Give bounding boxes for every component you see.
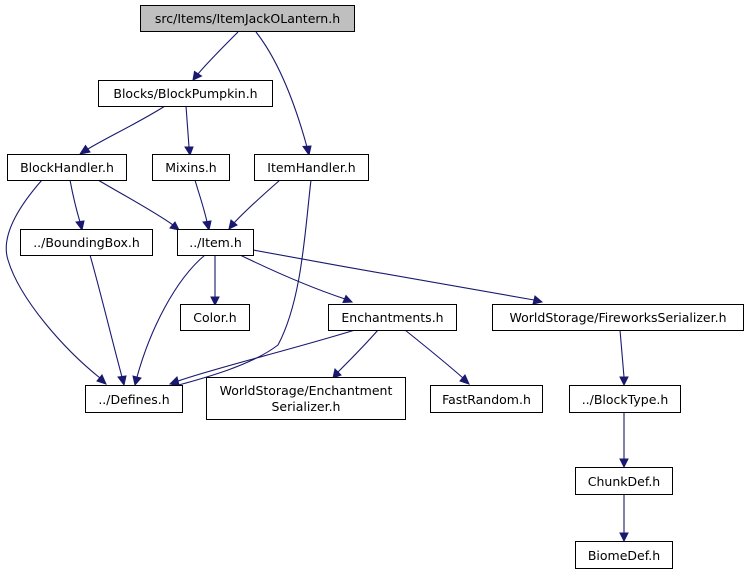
node-label: BiomeDef.h <box>588 548 660 563</box>
node-label: ItemHandler.h <box>267 160 355 175</box>
node-label: ../BoundingBox.h <box>33 235 140 250</box>
node-root-file[interactable]: src/Items/ItemJackOLantern.h <box>140 5 355 32</box>
node-mixins[interactable]: Mixins.h <box>152 154 230 181</box>
edge-item-handler-to-item <box>228 179 281 230</box>
node-label: ../Defines.h <box>98 392 169 407</box>
node-label: ../BlockType.h <box>582 392 669 407</box>
node-block-handler[interactable]: BlockHandler.h <box>7 154 127 181</box>
node-defines[interactable]: ../Defines.h <box>85 385 183 413</box>
node-item[interactable]: ../Item.h <box>177 229 254 256</box>
edge-block-pumpkin-to-block-handler <box>78 105 166 155</box>
node-color[interactable]: Color.h <box>180 304 250 331</box>
node-item-handler[interactable]: ItemHandler.h <box>254 154 369 181</box>
node-label: Blocks/BlockPumpkin.h <box>113 86 257 101</box>
edge-block-handler-to-defines <box>5 179 107 385</box>
node-block-pumpkin[interactable]: Blocks/BlockPumpkin.h <box>98 80 273 107</box>
node-label: BlockHandler.h <box>20 160 114 175</box>
node-label: FastRandom.h <box>442 392 531 407</box>
node-fireworks-serializer[interactable]: WorldStorage/FireworksSerializer.h <box>492 304 744 331</box>
edge-block-pumpkin-to-mixins <box>184 105 194 157</box>
edge-chunk-def-to-biome-def <box>619 494 629 543</box>
edge-enchantments-to-defines <box>168 329 356 386</box>
edge-enchantments-to-fast-random <box>404 329 470 385</box>
edge-item-to-color <box>210 255 220 307</box>
node-block-type[interactable]: ../BlockType.h <box>569 385 681 413</box>
edge-enchantments-to-enchantment-serializer <box>332 329 379 379</box>
edge-item-handler-to-defines <box>166 179 312 391</box>
node-chunk-def[interactable]: ChunkDef.h <box>575 467 673 495</box>
node-label-line-2: Serializer.h <box>272 399 341 414</box>
node-label-line-1: WorldStorage/Enchantment <box>220 383 393 398</box>
node-biome-def[interactable]: BiomeDef.h <box>575 541 673 569</box>
node-label: ../Item.h <box>189 235 242 250</box>
edge-block-type-to-chunk-def <box>619 413 629 469</box>
node-label: WorldStorage/FireworksSerializer.h <box>510 310 727 325</box>
edge-item-to-defines <box>132 254 206 387</box>
node-fast-random[interactable]: FastRandom.h <box>430 385 543 413</box>
node-bounding-box[interactable]: ../BoundingBox.h <box>20 229 153 256</box>
node-enchantment-serializer[interactable]: WorldStorage/Enchantment Serializer.h <box>206 377 406 420</box>
node-label: Enchantments.h <box>341 310 443 325</box>
node-enchantments[interactable]: Enchantments.h <box>328 304 457 331</box>
node-label: Color.h <box>193 310 236 325</box>
edge-bounding-box-to-defines <box>89 254 127 387</box>
edge-mixins-to-item <box>194 179 212 232</box>
edge-block-handler-to-item <box>97 179 180 231</box>
edge-item-to-enchantments <box>239 254 354 304</box>
edge-root-to-block-pumpkin <box>192 31 239 81</box>
node-label: src/Items/ItemJackOLantern.h <box>155 11 340 26</box>
edge-fireworks-serializer-to-block-type <box>619 329 629 387</box>
edge-block-handler-to-bounding-box <box>69 179 85 232</box>
edge-root-to-item-handler <box>255 31 312 157</box>
edge-item-to-fireworks-serializer <box>252 249 544 305</box>
node-label: ChunkDef.h <box>588 474 660 489</box>
node-label: Mixins.h <box>165 160 216 175</box>
